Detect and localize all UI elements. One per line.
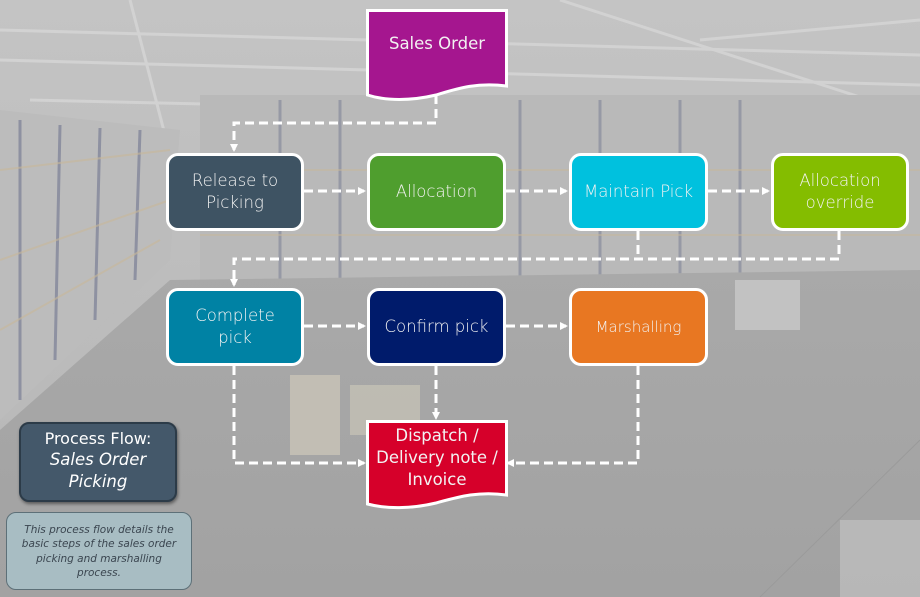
allocation-override-line2: override [805,193,875,212]
description-text: This process flow details the basic step… [21,524,177,579]
allocation-override-line1: Allocation [799,171,881,190]
release-to-picking-line1: Release to [191,171,279,190]
process-flow-title: Process Flow: [44,429,152,448]
process-flow-subtitle-line2: Picking [68,472,128,491]
node-allocation[interactable]: Allocation [367,153,506,231]
sales-order-label: Sales Order [388,34,486,53]
dispatch-label: Dispatch / Delivery note / Invoice [366,425,508,491]
process-flow-description: This process flow details the basic step… [6,512,192,590]
marshalling-label: Marshalling [595,318,682,336]
confirm-pick-label: Confirm pick [384,317,489,336]
complete-pick-line2: pick [218,328,252,347]
node-maintain-pick[interactable]: Maintain Pick [569,153,708,231]
dispatch-shape [366,420,508,510]
document-shape [366,420,508,510]
allocation-label: Allocation [395,182,478,201]
release-to-picking-line2: Picking [206,193,264,212]
node-confirm-pick[interactable]: Confirm pick [367,288,506,366]
maintain-pick-label: Maintain Pick [583,182,694,201]
complete-pick-line1: Complete [195,306,275,325]
dispatch-line1: Dispatch / [395,426,479,445]
dispatch-line3: Invoice [407,470,467,489]
node-dispatch[interactable]: Dispatch / Delivery note / Invoice [366,420,508,510]
document-shape [366,9,508,101]
node-allocation-override[interactable]: Allocation override [771,153,909,231]
process-flow-title-box: Process Flow: Sales Order Picking [19,422,177,502]
node-sales-order[interactable]: Sales Order [366,9,508,101]
dispatch-line2: Delivery note / [376,448,498,467]
sales-order-shape [366,9,508,101]
node-release-to-picking[interactable]: Release to Picking [166,153,304,231]
node-complete-pick[interactable]: Complete pick [166,288,304,366]
process-flow-subtitle-line1: Sales Order [49,450,147,469]
node-marshalling[interactable]: Marshalling [569,288,708,366]
